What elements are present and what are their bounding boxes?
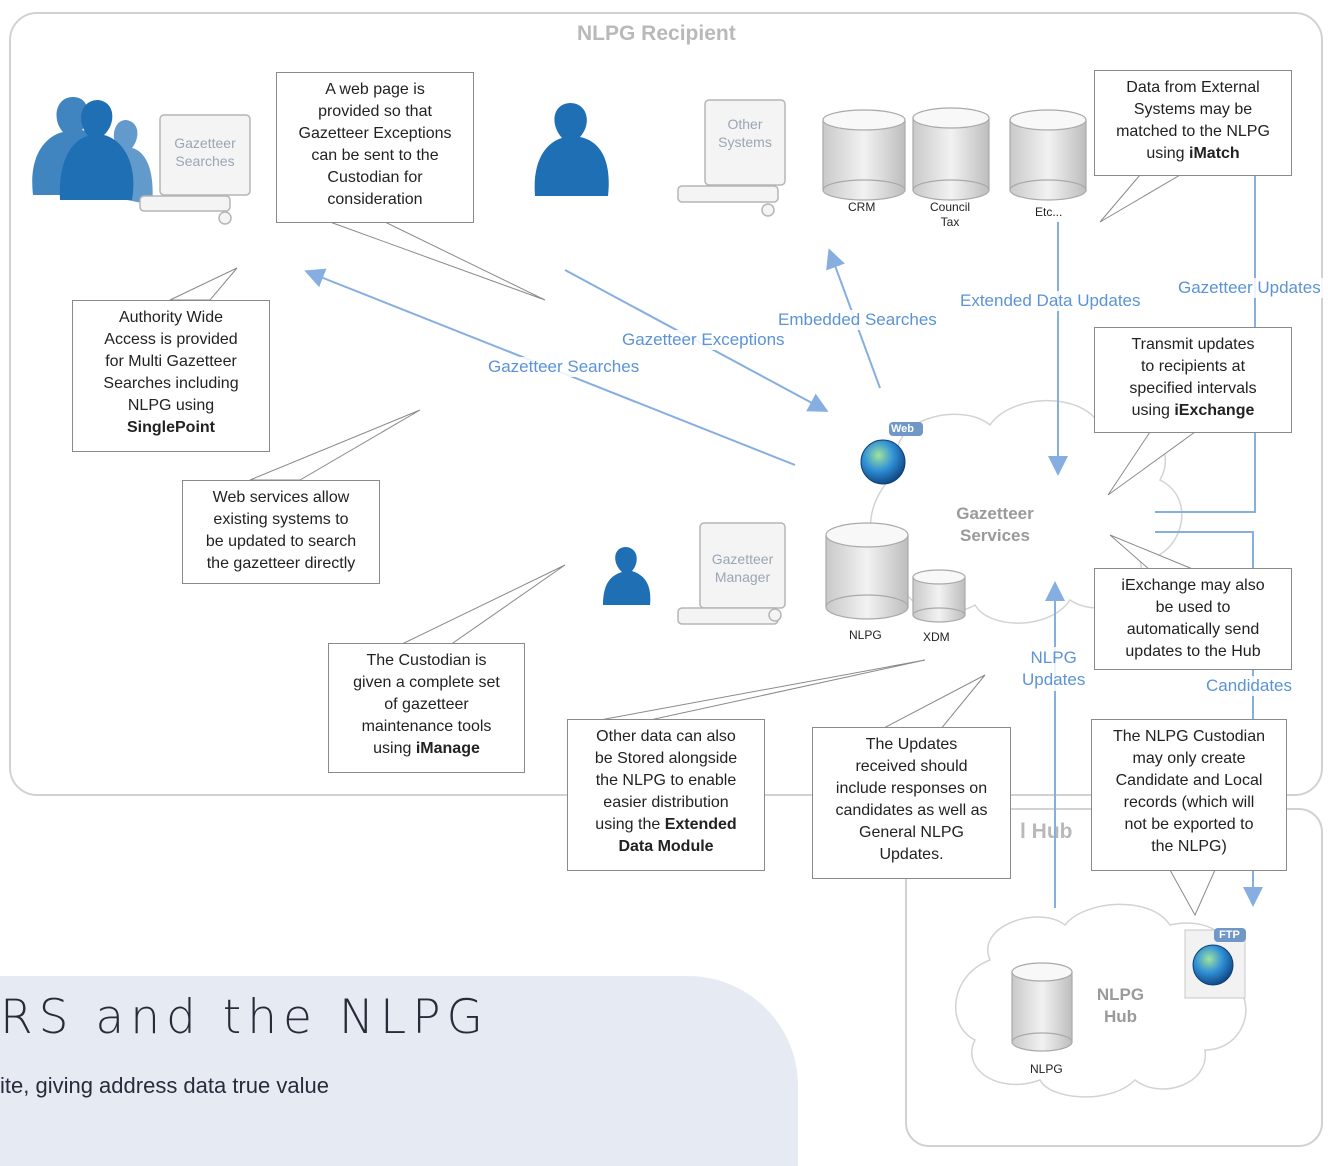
computer-icon-searches [139,114,251,225]
computer-label-other: Other Systems [718,116,772,150]
database-icons [822,107,1087,1052]
computer-label-manager: Gazetteer Manager [711,551,774,585]
callout-transmit: Transmit updates to recipients at specif… [1094,327,1292,433]
ftp-badge: FTP [1219,929,1240,941]
callout-web-page: A web page is provided so that Gazetteer… [276,72,474,223]
flow-nlpg-updates: NLPG Updates [1020,647,1088,691]
flow-candidates: Candidates [1204,676,1295,696]
nlpg-hub-title: l Hub [1020,820,1073,843]
database-label-etc: Etc... [1035,205,1063,219]
flow-embedded-searches: Embedded Searches [776,310,939,330]
footer-banner [0,976,798,1166]
people-icon-group [32,96,651,605]
callout-authority-wide: Authority Wide Access is provided for Mu… [72,300,270,452]
callout-nlpg-custodian: The NLPG Custodian may only create Candi… [1091,719,1287,871]
nlpg-hub-label: NLPG Hub [1096,985,1145,1026]
database-label-xdm: XDM [923,630,950,644]
callout-external-data: Data from External Systems may be matche… [1094,70,1292,176]
flow-gazetteer-searches: Gazetteer Searches [486,357,642,377]
callout-iexchange-hub: iExchange may also be used to automatica… [1094,568,1292,670]
web-badge: Web [891,423,915,435]
database-label-council-tax: Council Tax [930,200,971,229]
callout-updates-received: The Updates received should include resp… [812,727,1011,879]
ftp-globe-icon [1184,928,1246,999]
computer-label-searches: Gazetteer Searches [174,135,236,169]
callout-other-data: Other data can also be Stored alongside … [567,719,765,871]
callout-custodian: The Custodian is given a complete set of… [328,643,525,773]
flow-gazetteer-updates: Gazetteer Updates [1176,278,1323,298]
footer-subtitle: ite, giving address data true value [0,1073,329,1098]
nlpg-recipient-title: NLPG Recipient [577,22,736,45]
computer-icon-manager [677,522,786,625]
gazetteer-services-label: Gazetteer Services [956,504,1034,545]
flow-extended-data-updates: Extended Data Updates [958,291,1143,311]
database-label-hub-nlpg: NLPG [1030,1062,1063,1076]
flow-gazetteer-exceptions: Gazetteer Exceptions [620,330,787,350]
web-globe-icon [860,422,923,485]
database-label-nlpg: NLPG [849,628,882,642]
callout-web-services: Web services allow existing systems to b… [182,480,380,584]
footer-title: RS and the NLPG [0,990,489,1045]
computer-icon-other [677,99,786,217]
database-label-crm: CRM [848,200,876,214]
